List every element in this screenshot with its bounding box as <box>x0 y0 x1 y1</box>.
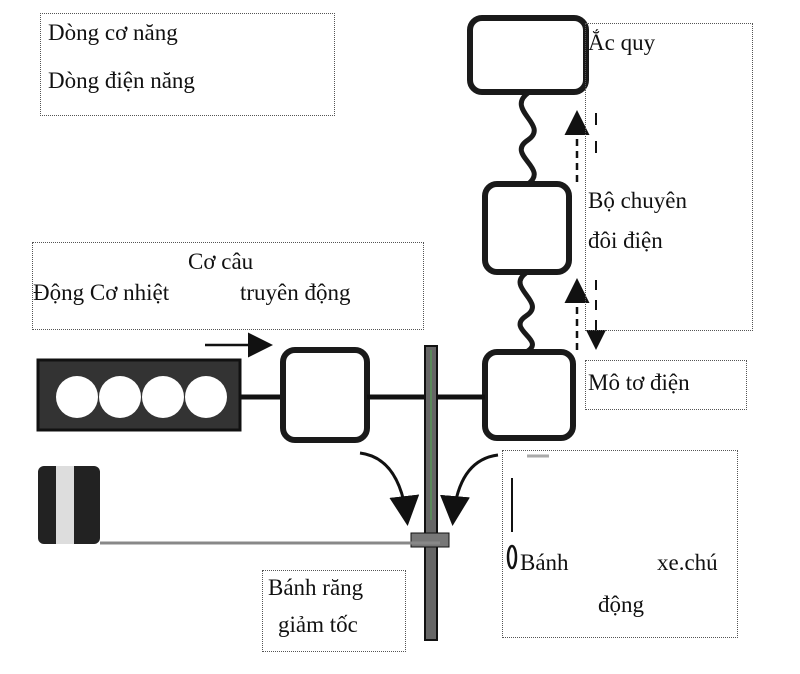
gear-label-box <box>262 570 406 652</box>
legend-box <box>40 13 335 116</box>
transmission-label-line2: truyên động <box>240 280 351 305</box>
engine-label: Động Cơ nhiệt <box>33 280 170 305</box>
converter-block <box>482 181 572 275</box>
battery-block <box>467 15 589 95</box>
converter-motor-link <box>517 270 535 355</box>
wheel-label-box <box>502 450 738 638</box>
motor-label-box <box>585 360 747 410</box>
engine-label-box <box>32 242 424 330</box>
engine-cylinder-2 <box>99 376 141 418</box>
reduction-gear-teeth <box>410 532 450 548</box>
converter-label-line2: đôi điện <box>588 228 663 253</box>
wheel-label-left: Bánh <box>520 550 569 575</box>
battery-converter-label-box <box>585 23 753 331</box>
battery-converter-link <box>518 90 537 187</box>
wheel-label-line2: động <box>598 592 644 617</box>
reduction-gear-label-line2: giảm tốc <box>278 612 358 637</box>
motor-label: Mô tơ điện <box>588 370 690 395</box>
engine-cylinder-3 <box>142 376 184 418</box>
engine-cylinder-1 <box>56 376 98 418</box>
wheel-label-right: xe.chú <box>657 550 718 575</box>
transmission-label-line1: Cơ câu <box>188 249 254 274</box>
legend-electrical-flow: Dòng điện năng <box>48 68 195 93</box>
converter-label-line1: Bộ chuyên <box>588 188 688 213</box>
reduction-gear-label-line1: Bánh răng <box>268 575 364 600</box>
transmission-block <box>280 347 370 443</box>
engine-cylinder-4 <box>185 376 227 418</box>
motor-block <box>482 349 576 441</box>
battery-label: Ắc quy <box>588 30 656 55</box>
wheel-drum-highlight <box>56 466 74 544</box>
wheel-right-icon <box>506 544 518 570</box>
motor-to-gear-arrow <box>440 453 499 526</box>
legend-mechanical-flow: Dòng cơ năng <box>48 20 178 45</box>
engine-to-gear-arrow <box>359 451 420 526</box>
